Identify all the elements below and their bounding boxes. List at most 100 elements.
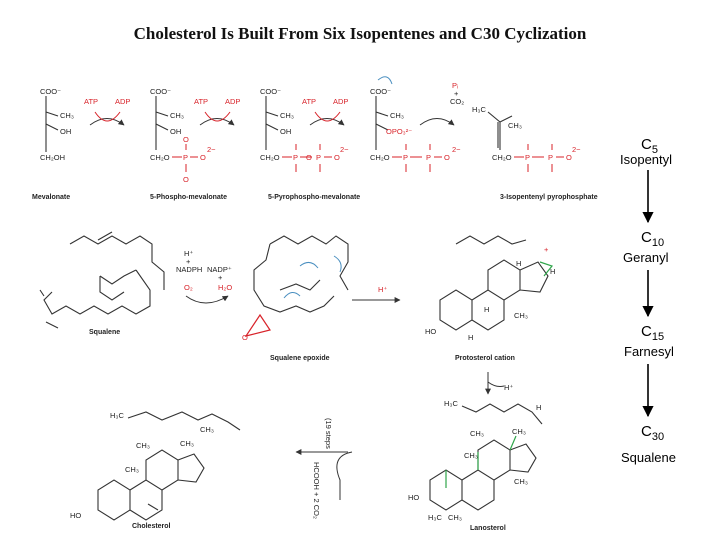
atp-adp-arrow-2: ATP ADP bbox=[194, 97, 240, 126]
svg-text:HO: HO bbox=[425, 327, 436, 336]
lanosterol-label: Lanosterol bbox=[470, 525, 506, 532]
decarboxylation-arrow: Pᵢ + CO₂ bbox=[419, 81, 464, 126]
svg-text:CH₂O: CH₂O bbox=[370, 153, 390, 162]
lanosterol-structure: H₃C H CH₃ CH₃ CH₃ CH₃ HO H₃C CH₃ Lanoste… bbox=[408, 399, 543, 532]
svg-text:OH: OH bbox=[280, 127, 291, 136]
svg-text:2−: 2− bbox=[340, 145, 349, 154]
svg-text:CH₃: CH₃ bbox=[170, 111, 184, 120]
svg-text:2−: 2− bbox=[572, 145, 581, 154]
svg-text:OH: OH bbox=[60, 127, 71, 136]
seq-farnesyl: Farnesyl bbox=[624, 344, 674, 359]
pyrophosphomevalonate-structure: COO⁻ CH₃ OH CH₂O P P O O 2− 5-Pyrophosph… bbox=[260, 87, 360, 201]
svg-text:H₂O: H₂O bbox=[218, 283, 232, 292]
seq-c5: C5 bbox=[641, 136, 658, 156]
svg-text:O₂: O₂ bbox=[184, 283, 193, 292]
svg-text:P: P bbox=[183, 153, 188, 162]
svg-text:P: P bbox=[525, 153, 530, 162]
squalene-structure: Squalene bbox=[39, 231, 165, 336]
svg-text:OH: OH bbox=[170, 127, 181, 136]
atp-adp-arrow-3: ATP ADP bbox=[302, 97, 348, 126]
slide-title: Cholesterol Is Built From Six Isopentene… bbox=[133, 24, 587, 43]
epoxide-oxygen: O bbox=[242, 333, 248, 342]
svg-text:ADP: ADP bbox=[225, 97, 240, 106]
svg-text:2−: 2− bbox=[452, 145, 461, 154]
svg-text:CH₃: CH₃ bbox=[514, 477, 528, 486]
isopentenyl-pyrophosphate-structure: H₃C CH₃ CH₂O P P O 2− 3-Isopentenyl pyro… bbox=[472, 105, 598, 201]
mevalonate-label: Mevalonate bbox=[32, 194, 70, 201]
svg-text:H: H bbox=[516, 259, 521, 268]
seq-c15: C15 bbox=[641, 323, 664, 343]
svg-text:CH₃: CH₃ bbox=[280, 111, 294, 120]
down-arrow-hplus: H⁺ bbox=[485, 372, 513, 395]
phosphomevalonate-structure: COO⁻ CH₃ OH CH₂O P O O O 2− 5-Phospho-me… bbox=[150, 87, 227, 201]
svg-text:H₃C: H₃C bbox=[428, 513, 442, 522]
svg-text:H₃C: H₃C bbox=[110, 411, 124, 420]
svg-text:ADP: ADP bbox=[115, 97, 130, 106]
seq-squalene: Squalene bbox=[621, 450, 676, 465]
phosphomevalonate-label: 5-Phospho-mevalonate bbox=[150, 194, 227, 201]
svg-text:CH₂O: CH₂O bbox=[150, 153, 170, 162]
svg-text:H⁺: H⁺ bbox=[504, 383, 513, 392]
formate-co2-label: HCOOH + 2 CO₂ bbox=[312, 462, 321, 519]
svg-text:O: O bbox=[183, 135, 189, 144]
svg-text:NADPH: NADPH bbox=[176, 265, 202, 274]
atp-adp-arrow-1: ATP ADP bbox=[84, 97, 130, 126]
carbon-sequence: C5 Isopentyl C10 Geranyl C15 Farnesyl C3… bbox=[620, 136, 676, 465]
svg-text:H₃C: H₃C bbox=[444, 399, 458, 408]
svg-text:H: H bbox=[536, 403, 541, 412]
svg-text:P: P bbox=[403, 153, 408, 162]
svg-text:CO₂: CO₂ bbox=[450, 97, 464, 106]
svg-text:CH₃: CH₃ bbox=[390, 111, 404, 120]
svg-text:CH₃: CH₃ bbox=[60, 111, 74, 120]
svg-text:H: H bbox=[550, 267, 555, 276]
protosterol-cation-label: Protosterol cation bbox=[455, 355, 515, 362]
svg-text:P: P bbox=[548, 153, 553, 162]
epoxidation-reagents: H⁺ + NADPH NADP⁺ + O₂ H₂O bbox=[176, 249, 232, 304]
svg-text:H⁺: H⁺ bbox=[378, 285, 387, 294]
svg-text:NADP⁺: NADP⁺ bbox=[207, 265, 232, 274]
svg-text:CH₃: CH₃ bbox=[125, 465, 139, 474]
svg-text:H⁺: H⁺ bbox=[184, 249, 193, 258]
svg-text:CH₂O: CH₂O bbox=[492, 153, 512, 162]
svg-text:CH₃: CH₃ bbox=[448, 513, 462, 522]
svg-text:P: P bbox=[426, 153, 431, 162]
svg-text:+: + bbox=[218, 273, 223, 282]
svg-text:CH₃: CH₃ bbox=[200, 425, 214, 434]
seq-isopentyl: Isopentyl bbox=[620, 152, 672, 167]
svg-text:Pᵢ: Pᵢ bbox=[452, 81, 458, 90]
svg-text:CH₃: CH₃ bbox=[180, 439, 194, 448]
svg-text:O: O bbox=[200, 153, 206, 162]
svg-text:CH₃: CH₃ bbox=[508, 121, 522, 130]
cholesterol-label: Cholesterol bbox=[132, 523, 171, 530]
svg-text:H: H bbox=[468, 333, 473, 342]
protosterol-cation-structure: + H H H CH₃ HO H Protosterol cation bbox=[425, 235, 555, 362]
svg-text:ATP: ATP bbox=[302, 97, 316, 106]
svg-text:OPO₃²⁻: OPO₃²⁻ bbox=[386, 127, 412, 136]
svg-text:P: P bbox=[293, 153, 298, 162]
svg-text:O: O bbox=[183, 175, 189, 184]
lanosterol-to-cholesterol-arrow: (19 steps HCOOH + 2 CO₂ bbox=[295, 418, 353, 519]
svg-text:P: P bbox=[316, 153, 321, 162]
cyclization-arrow: H⁺ bbox=[352, 285, 401, 303]
pyrophosphomevalonate-label: 5-Pyrophospho-mevalonate bbox=[268, 194, 360, 201]
mevalonate-structure: COO⁻ CH₃ OH CH₂OH Mevalonate bbox=[32, 87, 74, 201]
svg-text:CH₃: CH₃ bbox=[514, 311, 528, 320]
squalene-label: Squalene bbox=[89, 329, 120, 336]
svg-text:H: H bbox=[484, 305, 489, 314]
svg-text:H₃C: H₃C bbox=[472, 105, 486, 114]
phosphorylated-intermediate: COO⁻ CH₃ OPO₃²⁻ CH₂O P P O 2− bbox=[370, 76, 461, 172]
svg-text:ATP: ATP bbox=[194, 97, 208, 106]
seq-c30: C30 bbox=[641, 423, 664, 443]
svg-text:COO⁻: COO⁻ bbox=[260, 87, 281, 96]
svg-text:2−: 2− bbox=[207, 145, 216, 154]
svg-text:O: O bbox=[566, 153, 572, 162]
svg-text:+: + bbox=[544, 245, 549, 254]
svg-text:+: + bbox=[186, 257, 191, 266]
svg-text:+: + bbox=[454, 89, 459, 98]
svg-text:COO⁻: COO⁻ bbox=[40, 87, 61, 96]
svg-text:COO⁻: COO⁻ bbox=[370, 87, 391, 96]
squalene-epoxide-structure: O Squalene epoxide bbox=[242, 235, 349, 362]
cholesterol-structure: H₃C CH₃ CH₃ CH₃ CH₃ HO Cholesterol bbox=[70, 411, 241, 530]
ipp-label-line1: 3-Isopentenyl pyrophosphate bbox=[500, 194, 598, 201]
